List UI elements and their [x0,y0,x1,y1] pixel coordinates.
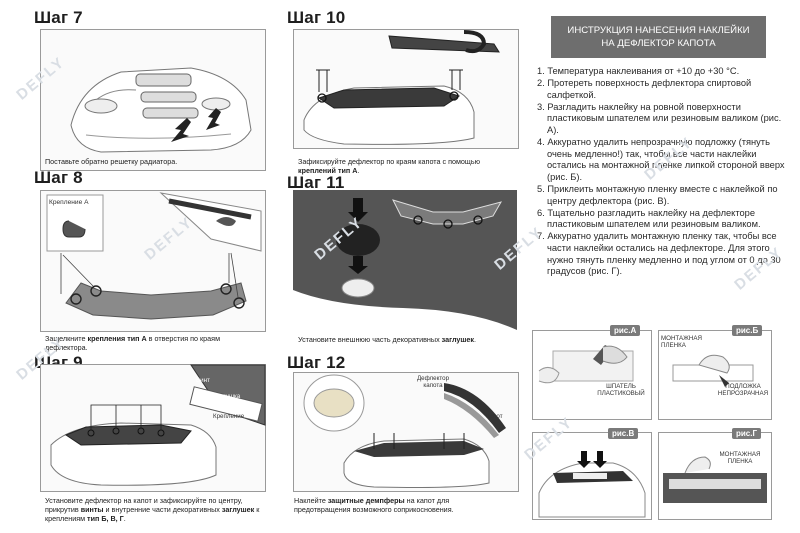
figure-g-label: МОНТАЖНАЯ ПЛЕНКА [719,451,761,466]
figure-v-panel [532,432,652,520]
step-12-caption: Наклейте защитные демпферы на капот для … [294,496,454,514]
figure-b-illustration [672,354,754,387]
step-10-caption: Зафиксируйте дефлектор по краям капота с… [298,157,480,175]
figure-g-illustration [663,456,767,503]
step-11-caption: Установите внешнюю часть декоративных за… [298,335,477,344]
step-12-label-kapot: Капот [486,413,503,420]
step-11-title: Шаг 11 [287,173,345,192]
figure-a-label: ШПАТЕЛЬ ПЛАСТИКОВЫЙ [597,383,645,398]
figure-v-tag: рис.В [608,428,639,439]
figure-a-panel: ШПАТЕЛЬ ПЛАСТИКОВЫЙ [532,330,652,420]
step-8-label-a: Крепление А [49,199,89,206]
step-9-caption: Установите дефлектор на капот и зафиксир… [45,496,260,523]
figure-b-tag: рис.Б [732,325,763,336]
step-9-panel: Винт Заглушка Крепление [40,364,266,492]
instruction-item: 1. Температура наклеивания от +10 до +30… [537,66,740,76]
step-7-caption: Поставьте обратно решетку радиатора. [45,157,178,166]
step-8-title: Шаг 8 [34,168,83,187]
step-8-caption: Защелкните крепления тип А в отверстия п… [45,334,221,352]
step-8-illustration [46,192,262,320]
step-12-title: Шаг 12 [287,353,346,372]
instruction-item: 5. Приклеить монтажную пленку вместе с н… [537,183,778,206]
step-7-title: Шаг 7 [34,8,83,27]
figure-g-panel: МОНТАЖНАЯ ПЛЕНКА [658,432,772,520]
step-10-title: Шаг 10 [287,8,346,27]
step-7-panel [40,29,266,171]
instruction-item: 6. Тщательно разгладить наклейку на дефл… [537,207,761,230]
figure-b-label-bottom: ПОДЛОЖКА НЕПРОЗРАЧНАЯ [717,383,769,398]
figure-a-illustration [538,345,634,384]
step-9-label-kreplenie: Крепление [213,413,245,420]
figure-b-label-top: МОНТАЖНАЯ ПЛЕНКА [661,335,702,350]
step-7-illustration [70,67,252,153]
step-11-illustration [293,190,517,330]
instructions-header-line2: НА ДЕФЛЕКТОР КАПОТА [601,38,716,49]
instructions-list: 1. Температура наклеивания от +10 до +30… [537,66,787,278]
instructions-banner: ИНСТРУКЦИЯ НАНЕСЕНИЯ НАКЛЕЙКИ НА ДЕФЛЕКТ… [551,16,766,58]
step-12-panel: Дефлектор капота Капот [293,372,519,492]
step-12-illustration [303,374,506,488]
step-9-label-zaglushka: Заглушка [213,393,241,400]
figure-a-tag: рис.А [610,325,641,336]
figure-b-panel: МОНТАЖНАЯ ПЛЕНКА ПОДЛОЖКА НЕПРОЗРАЧНАЯ [658,330,772,420]
instruction-item: 4. Аккуратно удалить непрозрачную подлож… [537,137,785,182]
instructions-header-line1: ИНСТРУКЦИЯ НАНЕСЕНИЯ НАКЛЕЙКИ [567,25,750,36]
step-8-panel: Крепление А [40,190,266,332]
step-9-label-vint: Винт [196,377,210,384]
instruction-item: 3. Разгладить наклейку на ровной поверхн… [537,101,782,135]
instruction-item: 7. Аккуратно удалить монтажную пленку та… [537,231,781,277]
step-11-panel [293,190,517,330]
figure-v-illustration [538,451,646,518]
step-9-illustration [50,364,266,486]
instruction-item: 2. Протереть поверхность дефлектора спир… [537,78,752,100]
step-10-panel [293,29,519,149]
step-10-illustration [303,30,500,145]
figure-g-tag: рис.Г [732,428,762,439]
step-12-label-deflector: Дефлектор капота [416,375,450,390]
